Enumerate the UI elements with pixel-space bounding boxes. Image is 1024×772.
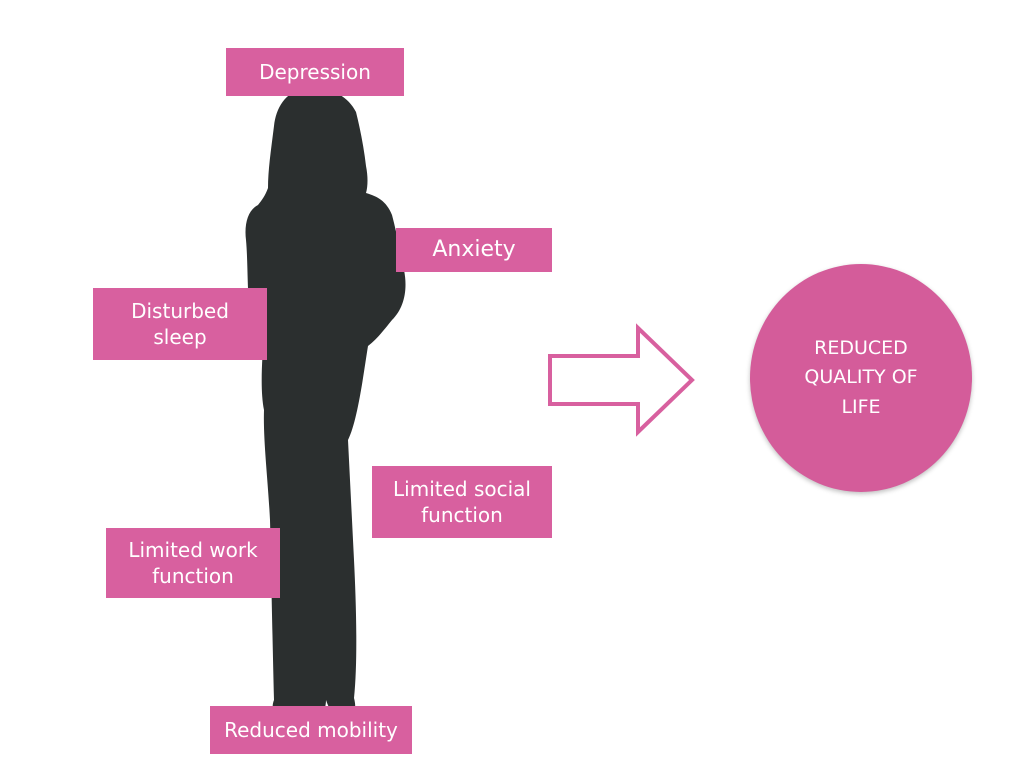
depression-label: Depression <box>226 48 404 96</box>
anxiety-label: Anxiety <box>396 228 552 272</box>
depression-text: Depression <box>259 60 371 84</box>
reduced-quality-of-life-text: REDUCED QUALITY OF LIFE <box>804 336 918 418</box>
anxiety-text: Anxiety <box>432 236 516 262</box>
reduced-mobility-label: Reduced mobility <box>210 706 412 754</box>
limited-work-function-label: Limited work function <box>106 528 280 598</box>
disturbed-sleep-text: Disturbed sleep <box>131 299 229 349</box>
limited-social-function-text: Limited social function <box>393 477 531 527</box>
limited-social-function-label: Limited social function <box>372 466 552 538</box>
disturbed-sleep-label: Disturbed sleep <box>93 288 267 360</box>
arrow-outline <box>548 323 695 437</box>
reduced-mobility-text: Reduced mobility <box>224 718 398 742</box>
reduced-quality-of-life-circle: REDUCED QUALITY OF LIFE <box>750 264 972 492</box>
limited-work-function-text: Limited work function <box>128 538 258 588</box>
silhouette-shape <box>245 87 406 721</box>
right-arrow-icon <box>548 323 695 437</box>
